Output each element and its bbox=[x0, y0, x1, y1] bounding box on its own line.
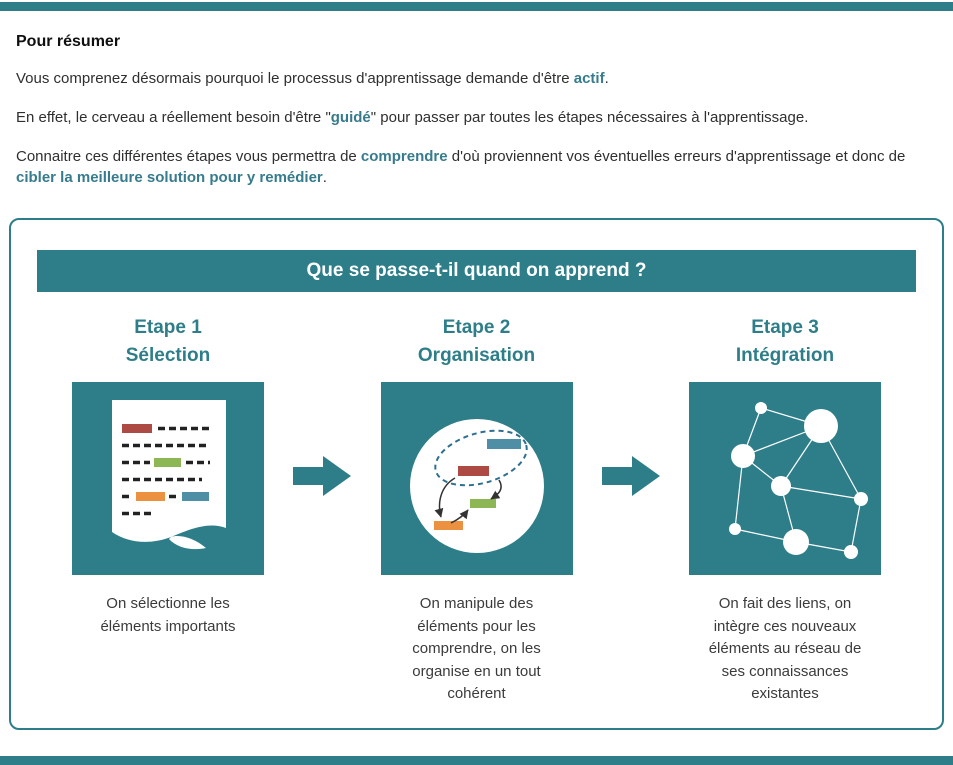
document-with-highlights-icon bbox=[72, 382, 264, 576]
step-integration: Etape 3 Intégration bbox=[660, 314, 910, 706]
highlight-cibler-solution: cibler la meilleure solution pour y remé… bbox=[16, 169, 323, 187]
grouping-circle-icon bbox=[380, 382, 573, 576]
arrow-right-icon bbox=[293, 454, 352, 503]
network-nodes-icon bbox=[689, 382, 881, 576]
step-organisation: Etape 2 Organisation bbox=[352, 314, 602, 706]
step-label: Etape 3 bbox=[751, 317, 819, 338]
diagram-title: Que se passe-t-il quand on apprend ? bbox=[37, 250, 916, 292]
paragraph-text: Vous comprenez désormais pourquoi le pro… bbox=[16, 70, 574, 87]
step-selection: Etape 1 Sélection bbox=[43, 314, 293, 638]
step-caption: On manipule des éléments pour les compre… bbox=[412, 595, 541, 703]
step-label: Etape 2 bbox=[442, 317, 511, 338]
intro-paragraph-1: Vous comprenez désormais pourquoi le pro… bbox=[16, 68, 933, 90]
paragraph-text: Connaitre ces différentes étapes vous pe… bbox=[16, 147, 361, 165]
intro-paragraph-3: Connaitre ces différentes étapes vous pe… bbox=[16, 146, 933, 190]
highlight-comprendre: comprendre bbox=[360, 147, 448, 165]
step-name: Organisation bbox=[417, 344, 536, 366]
step-name: Intégration bbox=[735, 344, 835, 366]
page-title: Pour résumer bbox=[16, 33, 121, 50]
learning-steps-diagram: Que se passe-t-il quand on apprend ? Eta… bbox=[9, 218, 944, 730]
step-heading: Etape 1 Sélection bbox=[126, 314, 210, 369]
paragraph-text: . bbox=[604, 70, 609, 87]
step-heading: Etape 2 Organisation bbox=[418, 314, 535, 369]
arrow-right-icon bbox=[601, 454, 660, 503]
paragraph-text: En effet, le cerveau a réellement besoin… bbox=[16, 108, 331, 126]
paragraph-text: d'où proviennent vos éventuelles erreurs… bbox=[447, 147, 906, 165]
step-label: Etape 1 bbox=[134, 317, 202, 338]
step-name: Sélection bbox=[125, 344, 211, 366]
paragraph-text: " pour passer par toutes les étapes néce… bbox=[370, 108, 809, 126]
intro-section: Pour résumer Vous comprenez désormais po… bbox=[0, 11, 953, 210]
paragraph-text: . bbox=[322, 169, 327, 187]
steps-row: Etape 1 Sélection bbox=[37, 314, 916, 706]
highlight-guide: guidé bbox=[330, 108, 371, 126]
bottom-accent-bar bbox=[0, 755, 953, 765]
highlight-actif: actif bbox=[573, 70, 605, 87]
intro-paragraph-2: En effet, le cerveau a réellement besoin… bbox=[16, 107, 933, 129]
top-accent-bar bbox=[0, 2, 953, 11]
step-heading: Etape 3 Intégration bbox=[736, 314, 834, 369]
step-caption: On sélectionne les éléments importants bbox=[100, 595, 236, 635]
step-caption: On fait des liens, on intègre ces nouvea… bbox=[708, 595, 862, 703]
